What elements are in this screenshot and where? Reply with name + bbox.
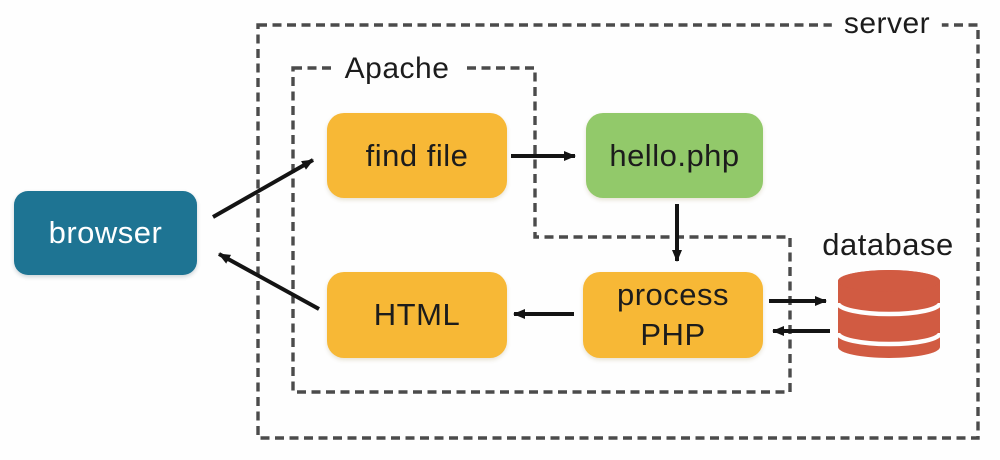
- server-boundary: [256, 23, 980, 440]
- hello-php-node-label: hello.php: [609, 137, 740, 173]
- database-separator-1: [835, 302, 943, 317]
- find-file-node-label: find file: [365, 137, 469, 173]
- database-label: database: [822, 227, 954, 262]
- server-zone-label: server: [831, 7, 943, 41]
- database-icon: [835, 270, 943, 358]
- database-separator-2: [835, 332, 943, 347]
- process-php-node-label: process PHP: [616, 277, 730, 352]
- hello-php-node: hello.php: [586, 113, 763, 198]
- find-file-node: find file: [327, 113, 507, 198]
- process-php-node: process PHP: [583, 272, 763, 358]
- arrow-browser-to-find-file: [212, 158, 314, 219]
- browser-node: browser: [14, 191, 197, 275]
- arrows-group: [212, 151, 830, 336]
- html-node: HTML: [327, 272, 507, 358]
- database-cylinder-lid: [838, 270, 940, 292]
- html-node-label: HTML: [373, 297, 461, 332]
- apache-zone-label: Apache: [332, 52, 462, 86]
- arrow-html-to-browser: [218, 252, 320, 311]
- browser-node-label: browser: [48, 215, 163, 250]
